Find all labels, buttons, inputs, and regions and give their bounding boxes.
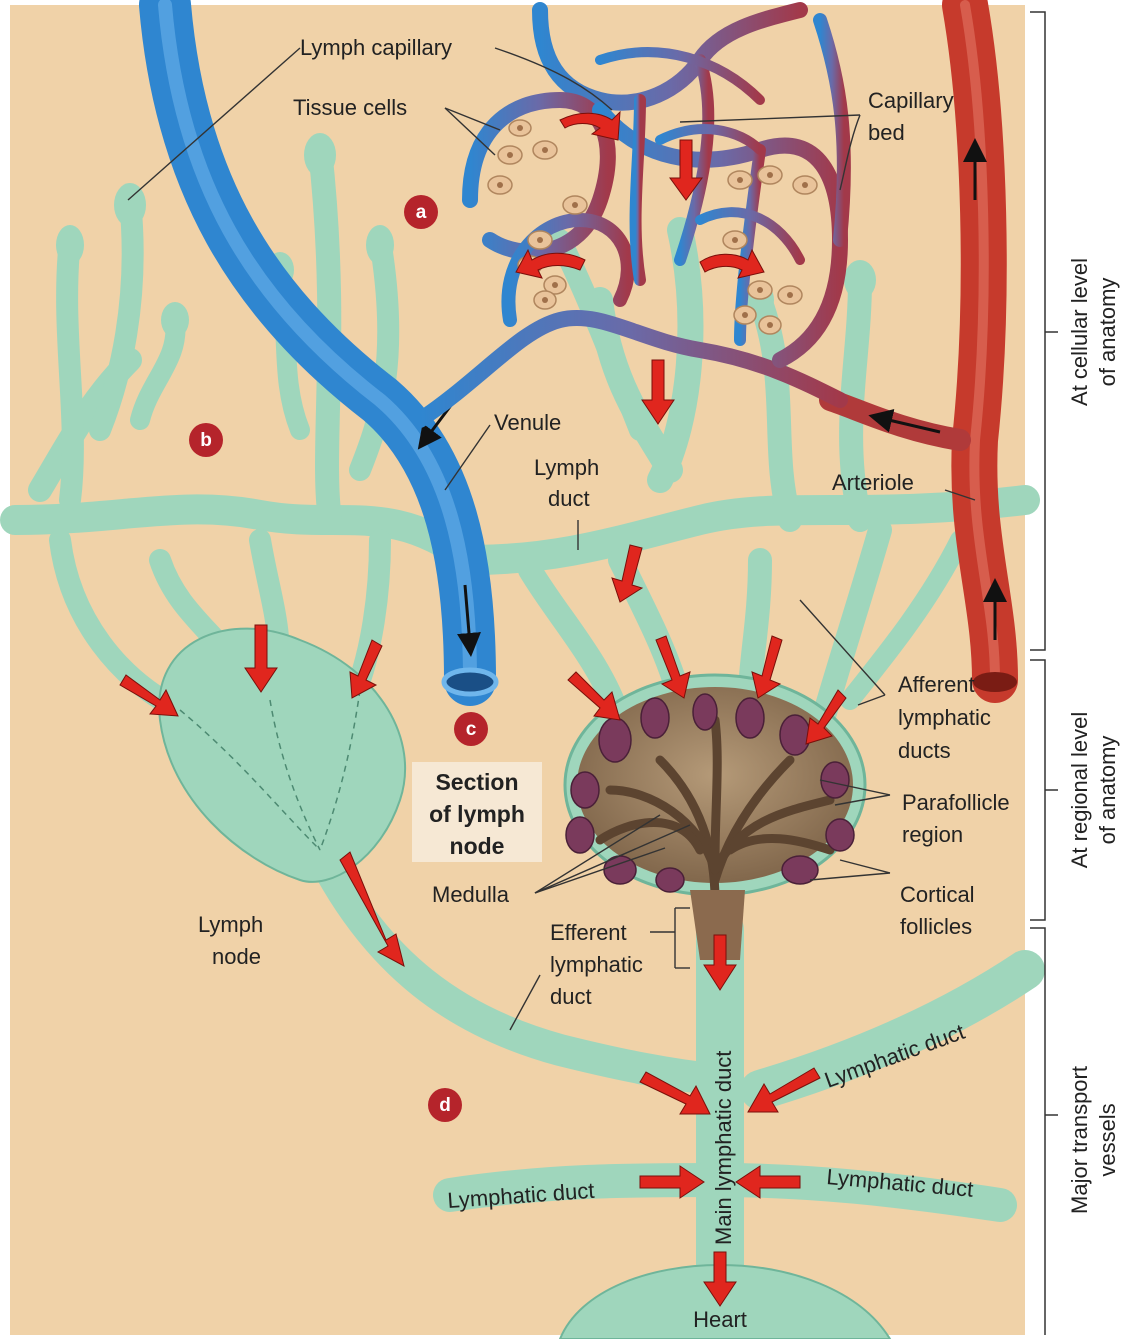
side-cellular-2: of anatomy <box>1095 278 1120 387</box>
label-capillary-bed-2: bed <box>868 120 905 145</box>
side-cellular-1: At cellular level <box>1067 258 1092 406</box>
label-section-1: Section <box>435 769 518 795</box>
venule-opening <box>444 670 496 694</box>
label-section-3: node <box>450 833 505 859</box>
side-transport-1: Major transport <box>1067 1066 1092 1214</box>
label-main-lymphatic-duct: Main lymphatic duct <box>711 1051 736 1245</box>
label-lymph-duct-2: duct <box>548 486 590 511</box>
label-afferent-1: Afferent <box>898 672 975 697</box>
marker-a-text: a <box>416 202 427 223</box>
arteriole-opening <box>973 672 1017 692</box>
label-parafollicle-2: region <box>902 822 963 847</box>
label-lymph-node-1: Lymph <box>198 912 263 937</box>
label-venule: Venule <box>494 410 561 435</box>
marker-d-text: d <box>439 1095 451 1116</box>
label-cortical-2: follicles <box>900 914 972 939</box>
label-capillary-bed-1: Capillary <box>868 88 954 113</box>
side-transport-2: vessels <box>1095 1103 1120 1176</box>
label-arteriole: Arteriole <box>832 470 914 495</box>
marker-c-text: c <box>466 719 477 740</box>
label-tissue-cells: Tissue cells <box>293 95 407 120</box>
label-cortical-1: Cortical <box>900 882 975 907</box>
marker-b-text: b <box>200 430 212 451</box>
label-afferent-3: ducts <box>898 738 951 763</box>
label-afferent-2: lymphatic <box>898 705 991 730</box>
label-efferent-3: duct <box>550 984 592 1009</box>
side-regional-1: At regional level <box>1067 712 1092 869</box>
label-lymph-capillary: Lymph capillary <box>300 35 452 60</box>
label-efferent-2: lymphatic <box>550 952 643 977</box>
label-parafollicle-1: Parafollicle <box>902 790 1010 815</box>
label-medulla: Medulla <box>432 882 510 907</box>
label-lymph-node-2: node <box>212 944 261 969</box>
label-efferent-1: Efferent <box>550 920 627 945</box>
side-regional-2: of anatomy <box>1095 736 1120 845</box>
label-section-2: of lymph <box>429 801 525 827</box>
label-heart: Heart <box>693 1307 747 1332</box>
label-lymph-duct-1: Lymph <box>534 455 599 480</box>
